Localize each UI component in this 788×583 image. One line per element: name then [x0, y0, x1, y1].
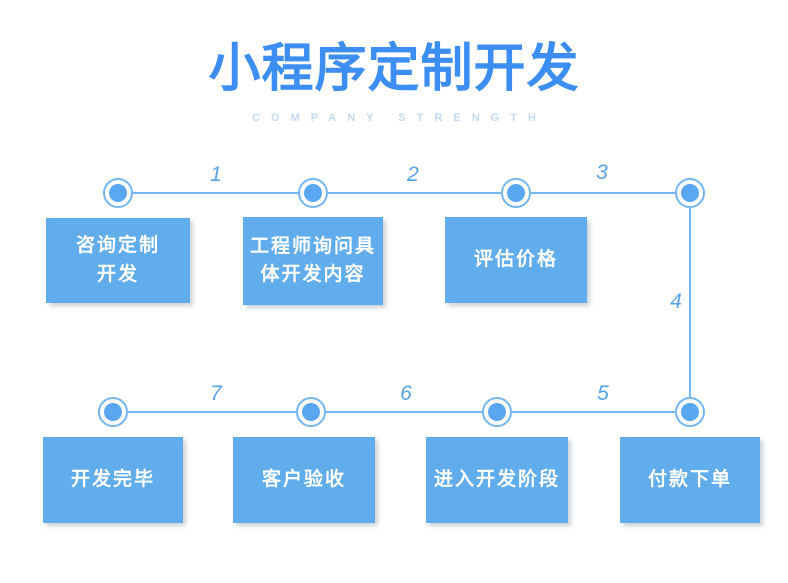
- page-subtitle: COMPANY STRENGTH: [252, 112, 547, 124]
- connector-number-1: 1: [210, 163, 222, 186]
- connector-number-4: 4: [670, 290, 682, 313]
- step-node-3: [501, 178, 531, 208]
- step-node-8: [98, 397, 128, 427]
- page-title: 小程序定制开发: [208, 40, 580, 98]
- connector-line-top: [118, 192, 690, 194]
- step-node-4: [675, 178, 705, 208]
- flow-box-development-phase: 进入开发阶段: [426, 437, 568, 523]
- flow-box-engineer-inquiry: 工程师询问具 体开发内容: [243, 217, 383, 305]
- step-node-dot: [304, 184, 322, 202]
- step-node-5: [675, 397, 705, 427]
- connector-number-2: 2: [407, 163, 419, 186]
- flow-box-consult-custom-development: 咨询定制 开发: [46, 218, 190, 303]
- connector-line-right-vertical: [689, 193, 691, 412]
- step-node-dot: [681, 184, 699, 202]
- step-node-6: [482, 397, 512, 427]
- step-node-dot: [681, 403, 699, 421]
- connector-line-bottom: [113, 411, 690, 413]
- step-node-dot: [109, 184, 127, 202]
- flow-box-development-complete: 开发完毕: [43, 437, 183, 523]
- step-node-dot: [507, 184, 525, 202]
- step-node-dot: [488, 403, 506, 421]
- connector-number-6: 6: [400, 382, 412, 405]
- step-node-dot: [302, 403, 320, 421]
- flow-box-price-evaluation: 评估价格: [445, 217, 587, 303]
- step-node-7: [296, 397, 326, 427]
- flow-box-payment-order: 付款下单: [620, 437, 760, 523]
- flow-box-customer-acceptance: 客户验收: [233, 437, 375, 523]
- connector-number-3: 3: [596, 161, 608, 184]
- step-node-1: [103, 178, 133, 208]
- step-node-dot: [104, 403, 122, 421]
- step-node-2: [298, 178, 328, 208]
- connector-number-7: 7: [210, 382, 222, 405]
- connector-number-5: 5: [597, 382, 609, 405]
